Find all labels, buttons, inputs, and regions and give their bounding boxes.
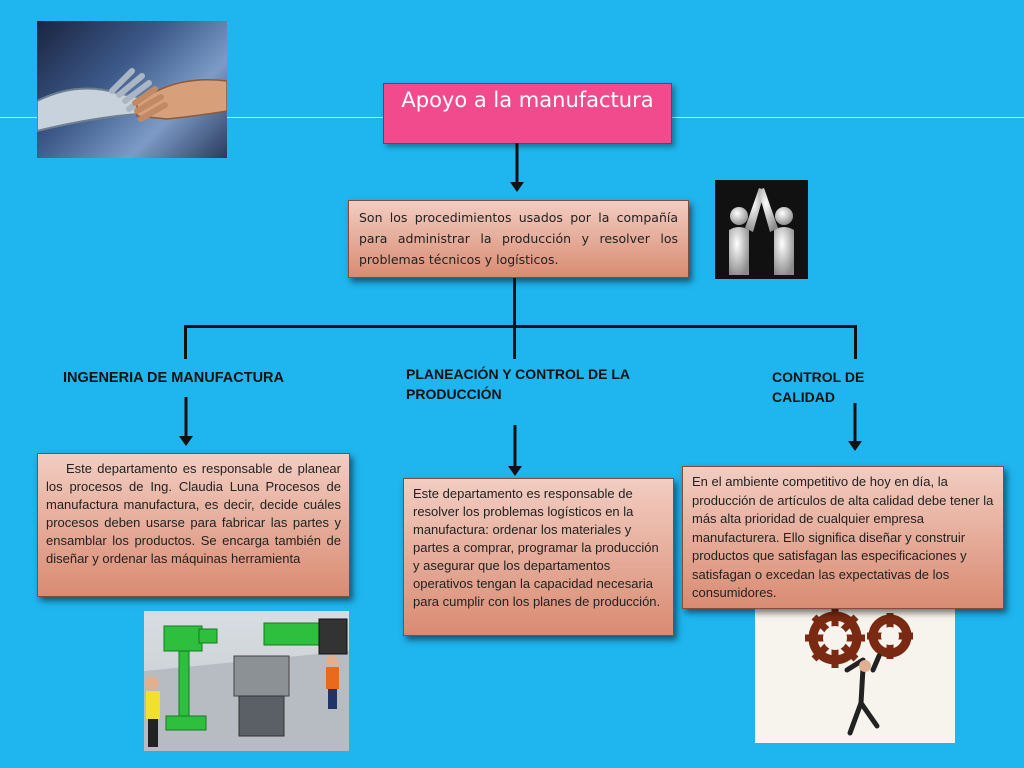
- connector-center-drop: [513, 325, 516, 359]
- arrow-head: [179, 436, 193, 446]
- high-five-figures-image: [715, 180, 808, 279]
- title-text: Apoyo a la manufactura: [401, 88, 654, 112]
- robot-hand-handshake-image: [37, 21, 227, 158]
- connector-right-drop: [854, 325, 857, 359]
- arrow-head: [508, 466, 522, 476]
- heading-calidad: CONTROL DE CALIDAD: [772, 369, 865, 405]
- title-box: Apoyo a la manufactura: [383, 83, 672, 144]
- definition-text: Son los procedimientos usados por la com…: [359, 210, 678, 267]
- box-ingenieria-text: Este departamento es responsable de plan…: [46, 461, 341, 566]
- connector-horizontal: [184, 325, 857, 328]
- connector-vertical-main: [513, 278, 516, 326]
- box-ingenieria: Este departamento es responsable de plan…: [37, 453, 350, 597]
- box-planeacion: Este departamento es responsable de reso…: [403, 478, 674, 636]
- box-planeacion-text: Este departamento es responsable de reso…: [413, 486, 661, 609]
- box-calidad-text: En el ambiente competitivo de hoy en día…: [692, 474, 994, 600]
- box-calidad: En el ambiente competitivo de hoy en día…: [682, 466, 1004, 609]
- arrow-head: [510, 182, 524, 192]
- heading-planeacion: PLANEACIÓN Y CONTROL DE LA PRODUCCIÓN: [406, 366, 630, 402]
- heading-ingenieria: INGENERIA DE MANUFACTURA: [63, 370, 284, 386]
- definition-box: Son los procedimientos usados por la com…: [348, 200, 689, 278]
- arrow-head: [848, 441, 862, 451]
- man-lifting-gears-image: [755, 608, 955, 743]
- connector-left-drop: [184, 325, 187, 359]
- factory-machines-image: [144, 611, 349, 751]
